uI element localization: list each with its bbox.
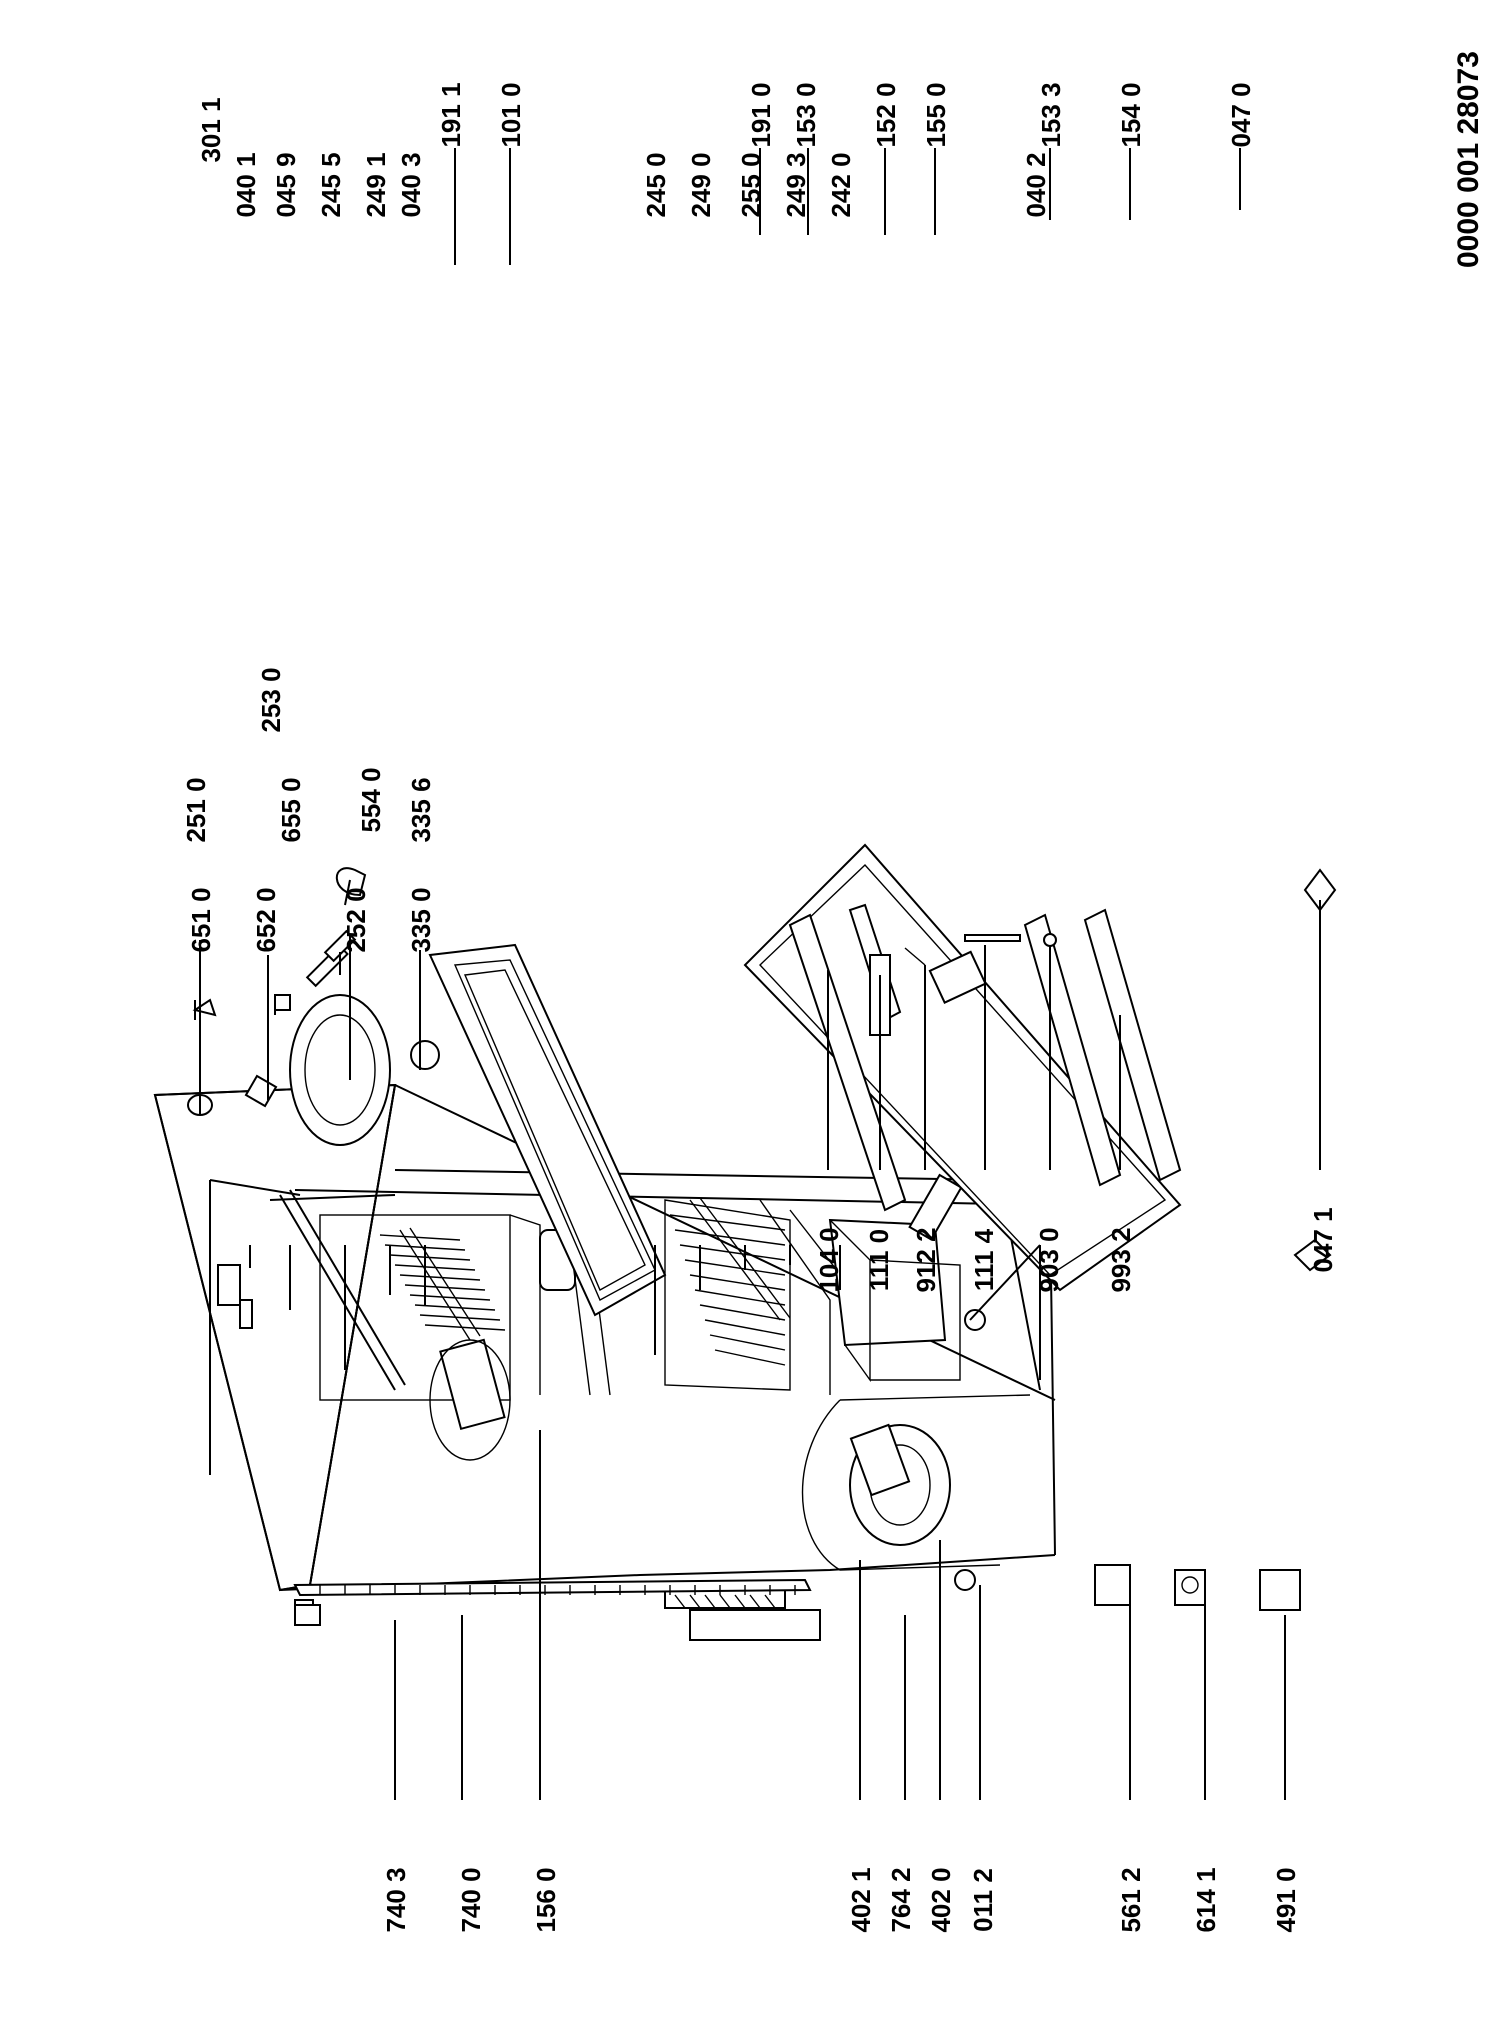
leader-lines [194,148,1321,1800]
part-label: 251 0 [181,777,211,842]
part-label: 111 4 [969,1228,999,1291]
part-label: 101 0 [496,82,526,147]
part-label: 301 1 [196,97,226,162]
loose-parts-door [904,868,1337,1272]
part-label: 655 0 [276,777,306,842]
part-label: 335 0 [406,887,436,952]
part-label: 104 0 [814,1227,844,1292]
part-label: 993 2 [1106,1227,1136,1292]
part-label: 040 1 [231,152,261,217]
part-label: 740 3 [381,1867,411,1932]
vent-grille [293,1578,812,1597]
part-label: 153 3 [1036,82,1066,147]
part-label: 111 0 [864,1229,894,1291]
part-label: 912 2 [911,1227,941,1292]
part-label: 011 2 [968,1868,998,1932]
part-label: 155 0 [921,82,951,147]
crisper-drawer [828,1218,961,1383]
evaporator-grid [379,1234,506,1331]
part-label: 335 6 [406,777,436,842]
part-label: 045 9 [271,152,301,217]
part-label: 652 0 [251,887,281,952]
fridge-shelves [569,1197,861,1396]
part-label: 047 0 [1226,82,1256,147]
part-label: 740 0 [456,1867,486,1932]
part-label: 249 3 [781,152,811,217]
part-label: 491 0 [1271,1867,1301,1932]
part-label: 156 0 [531,1867,561,1932]
fridge-door [743,843,1182,1292]
part-label: 561 2 [1116,1867,1146,1932]
part-label: 764 2 [886,1867,916,1932]
part-label: 047 1 [1308,1207,1338,1272]
part-label: 554 0 [356,767,386,832]
part-label: 154 0 [1116,82,1146,147]
part-label: 614 1 [1191,1867,1221,1932]
condenser [664,1589,821,1641]
part-label: 249 1 [361,152,391,217]
part-label: 040 3 [396,152,426,217]
part-label: 245 0 [641,152,671,217]
loose-parts-left [217,1264,1301,1626]
part-label: 191 0 [746,82,776,147]
part-label: 245 5 [316,152,346,217]
control-parts [187,867,440,1146]
part-label: 242 0 [826,152,856,217]
freezer-door [428,943,667,1317]
part-label: 253 0 [256,667,286,732]
part-label: 651 0 [186,887,216,952]
part-label: 903 0 [1034,1227,1064,1292]
part-label: 040 2 [1021,152,1051,217]
part-label: 153 0 [791,82,821,147]
part-label: 152 0 [871,82,901,147]
part-label: 255 0 [736,152,766,217]
part-label: 402 1 [846,1867,876,1932]
compressor-assembly [801,1394,1031,1571]
part-label: 402 0 [926,1867,956,1932]
part-label: 191 1 [436,82,466,147]
part-label: 252 0 [341,887,371,952]
cabinet-drawing [153,1083,1056,1641]
document-id: 0000 001 28073 [1452,51,1485,268]
part-label: 249 0 [686,152,716,217]
